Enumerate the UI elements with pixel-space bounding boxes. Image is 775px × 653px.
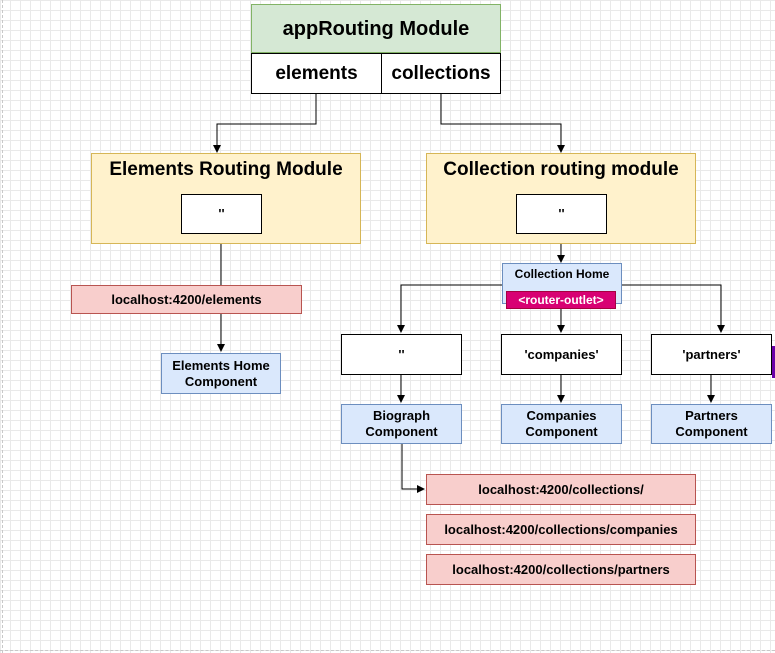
child-route-partners: 'partners' bbox=[651, 334, 772, 375]
elements-url-label: localhost:4200/elements bbox=[71, 285, 302, 314]
child-route-empty-path: '' bbox=[341, 334, 462, 375]
offscreen-edge-stub bbox=[772, 346, 775, 378]
collections-root-url: localhost:4200/collections/ bbox=[426, 474, 696, 505]
elements-home-component: Elements Home Component bbox=[161, 353, 281, 394]
collections-partners-url: localhost:4200/collections/partners bbox=[426, 554, 696, 585]
edge-outlet-to-empty-route bbox=[397, 284, 502, 333]
app-routing-collections-cell: collections bbox=[381, 53, 501, 94]
edge-collections-to-collection-module bbox=[440, 94, 565, 153]
app-routing-elements-cell: elements bbox=[251, 53, 382, 94]
edge-elements-to-elements-module bbox=[213, 94, 317, 153]
biograph-component: Biograph Component bbox=[341, 404, 462, 444]
collection-empty-path-route: '' bbox=[516, 194, 607, 234]
router-outlet-tag: <router-outlet> bbox=[506, 291, 616, 309]
companies-component: Companies Component bbox=[501, 404, 622, 444]
page-border-left bbox=[2, 0, 3, 653]
edge-biograph-to-url bbox=[401, 444, 425, 493]
collections-companies-url: localhost:4200/collections/companies bbox=[426, 514, 696, 545]
child-route-companies: 'companies' bbox=[501, 334, 622, 375]
edge-outlet-to-partners-route bbox=[621, 284, 725, 333]
elements-empty-path-route: '' bbox=[181, 194, 262, 234]
app-routing-module-title: appRouting Module bbox=[251, 4, 501, 53]
page-border-bottom bbox=[0, 650, 775, 651]
partners-component: Partners Component bbox=[651, 404, 772, 444]
